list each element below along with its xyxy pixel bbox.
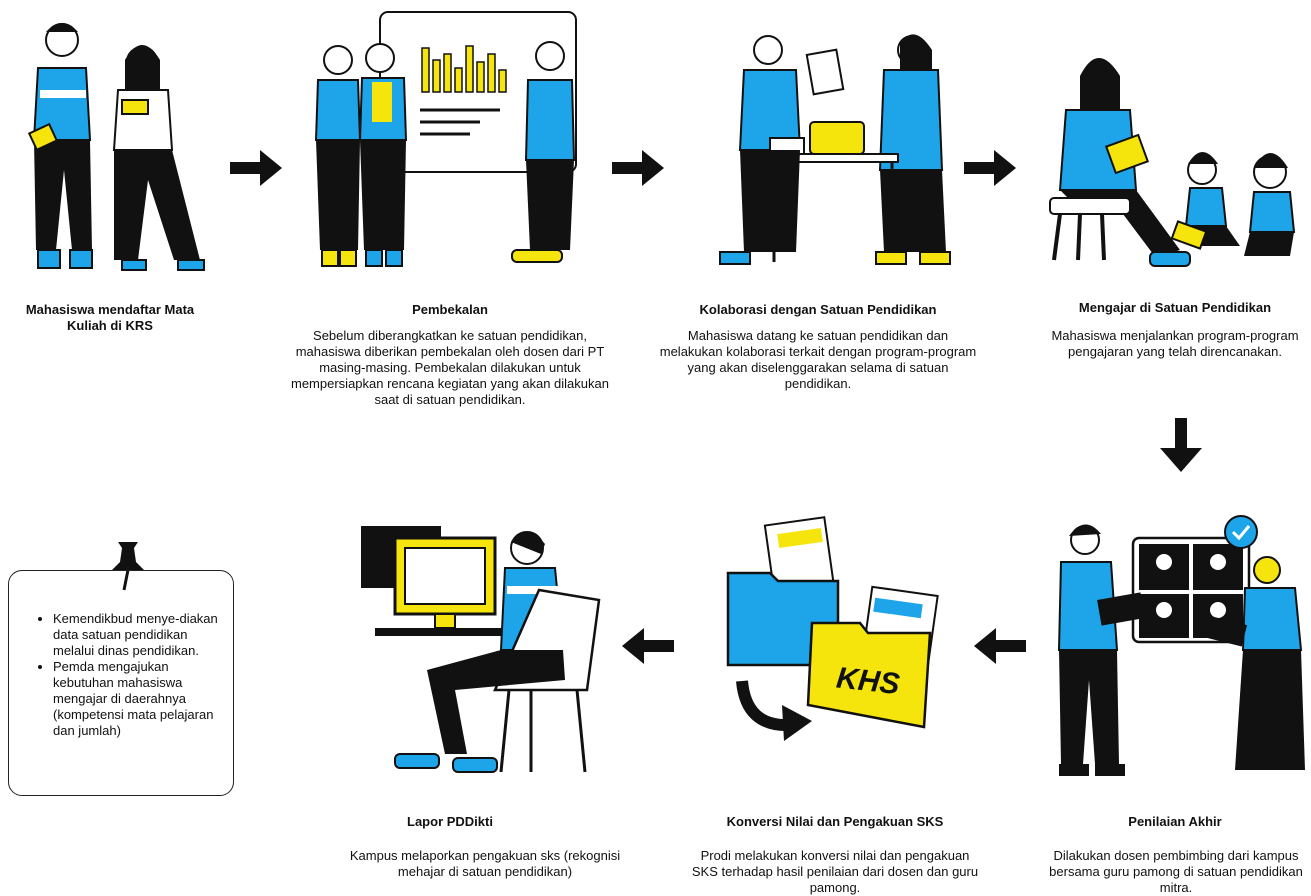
step-5-title: Penilaian Akhir: [1128, 814, 1222, 829]
arrow-right-icon: [612, 150, 664, 186]
grade-conversion-illustration: KHS: [726, 516, 939, 741]
note-list: Kemendikbud menye-diakan data satuan pen…: [9, 611, 223, 739]
note-box: Kemendikbud menye-diakan data satuan pen…: [8, 570, 234, 796]
step-7-description: Kampus melaporkan pengakuan sks (rekogni…: [349, 848, 621, 879]
arrow-right-icon: [230, 150, 282, 186]
step-7-title: Lapor PDDikti: [407, 814, 493, 829]
final-assessment-illustration: [1057, 515, 1305, 776]
khs-folder-label: KHS: [835, 662, 901, 701]
note-item: Kemendikbud menye-diakan data satuan pen…: [53, 611, 223, 659]
step-2-title: Pembekalan: [412, 302, 488, 317]
arrow-left-icon: [974, 628, 1026, 664]
step-1-title: Mahasiswa mendaftar Mata Kuliah di KRS: [25, 302, 195, 333]
step-5-description: Dilakukan dosen pembimbing dari kampus b…: [1049, 848, 1303, 895]
arrow-right-icon: [964, 150, 1016, 186]
collaboration-illustration: [719, 34, 951, 265]
pushpin-icon: [112, 542, 144, 591]
note-item: Pemda mengajukan kebutuhan mahasiswa men…: [53, 659, 223, 739]
students-registering-illustration: [27, 23, 205, 271]
step-2-description: Sebelum diberangkatkan ke satuan pendidi…: [291, 328, 609, 407]
report-computer-illustration: [361, 526, 601, 773]
step-6-description: Prodi melakukan konversi nilai dan penga…: [691, 848, 979, 895]
arrow-down-icon: [1160, 418, 1202, 472]
step-4-description: Mahasiswa menjalankan program-program pe…: [1051, 328, 1299, 359]
briefing-illustration: [314, 11, 577, 267]
step-6-title: Konversi Nilai dan Pengakuan SKS: [726, 814, 944, 829]
step-3-title: Kolaborasi dengan Satuan Pendidikan: [699, 302, 937, 317]
step-3-description: Mahasiswa datang ke satuan pendidikan da…: [659, 328, 977, 391]
arrow-left-icon: [622, 628, 674, 664]
teaching-illustration: [1049, 58, 1296, 267]
step-4-title: Mengajar di Satuan Pendidikan: [1078, 300, 1272, 315]
